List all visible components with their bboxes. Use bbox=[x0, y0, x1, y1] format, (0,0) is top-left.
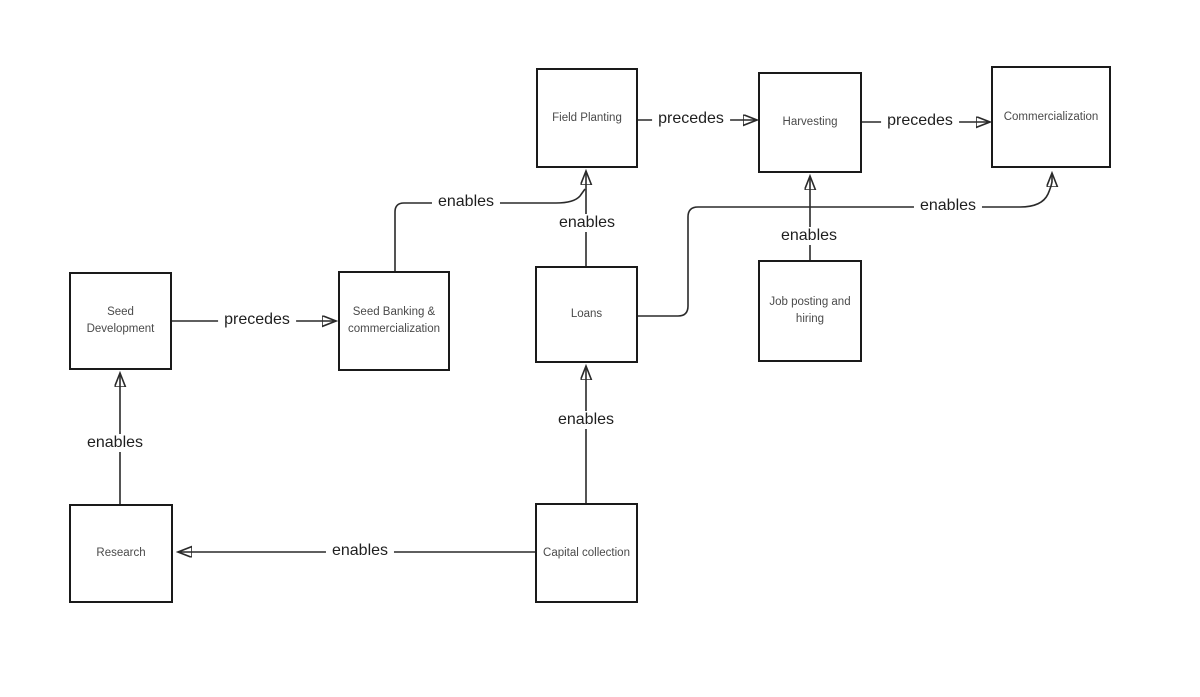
edge-label-enables-capital-research: enables bbox=[325, 542, 395, 560]
edge-label-enables-seed-banking-field-planting: enables bbox=[431, 193, 501, 211]
node-capital-collection: Capital collection bbox=[535, 503, 638, 603]
edge-loans-commercialization bbox=[638, 174, 1052, 317]
edge-label-precedes-field-planting: precedes bbox=[652, 110, 730, 128]
edge-label-enables-research: enables bbox=[80, 434, 150, 452]
node-label: Loans bbox=[570, 308, 603, 321]
node-commercialization: Commercialization bbox=[991, 66, 1111, 168]
node-label: Field Planting bbox=[552, 111, 622, 124]
node-research: Research bbox=[69, 504, 173, 603]
edge-label-enables-job-posting-harvesting: enables bbox=[774, 227, 844, 245]
node-loans: Loans bbox=[535, 266, 638, 363]
node-label: Research bbox=[96, 547, 146, 560]
edge-label-precedes-seed-development: precedes bbox=[218, 311, 296, 329]
node-seed-banking-commercialization: Seed Banking & commercialization bbox=[338, 271, 450, 371]
node-label: Commercialization bbox=[1003, 110, 1099, 123]
edge-label-precedes-harvesting: precedes bbox=[881, 112, 959, 130]
edge-label-enables-loans-field-planting: enables bbox=[552, 214, 622, 232]
edge-label-enables-loans-commercialization: enables bbox=[913, 197, 983, 215]
node-harvesting: Harvesting bbox=[758, 72, 862, 173]
node-label: Capital collection bbox=[543, 546, 630, 559]
node-job-posting-and-hiring: Job posting and hiring bbox=[758, 260, 862, 362]
node-field-planting: Field Planting bbox=[536, 68, 638, 168]
node-label: Seed Banking & commercialization bbox=[347, 306, 441, 335]
node-label: Harvesting bbox=[782, 116, 838, 129]
edge-label-enables-capital-loans: enables bbox=[551, 411, 621, 429]
node-label: Job posting and hiring bbox=[769, 296, 851, 325]
node-seed-development: Seed Development bbox=[69, 272, 172, 370]
node-label: Seed Development bbox=[86, 306, 155, 335]
